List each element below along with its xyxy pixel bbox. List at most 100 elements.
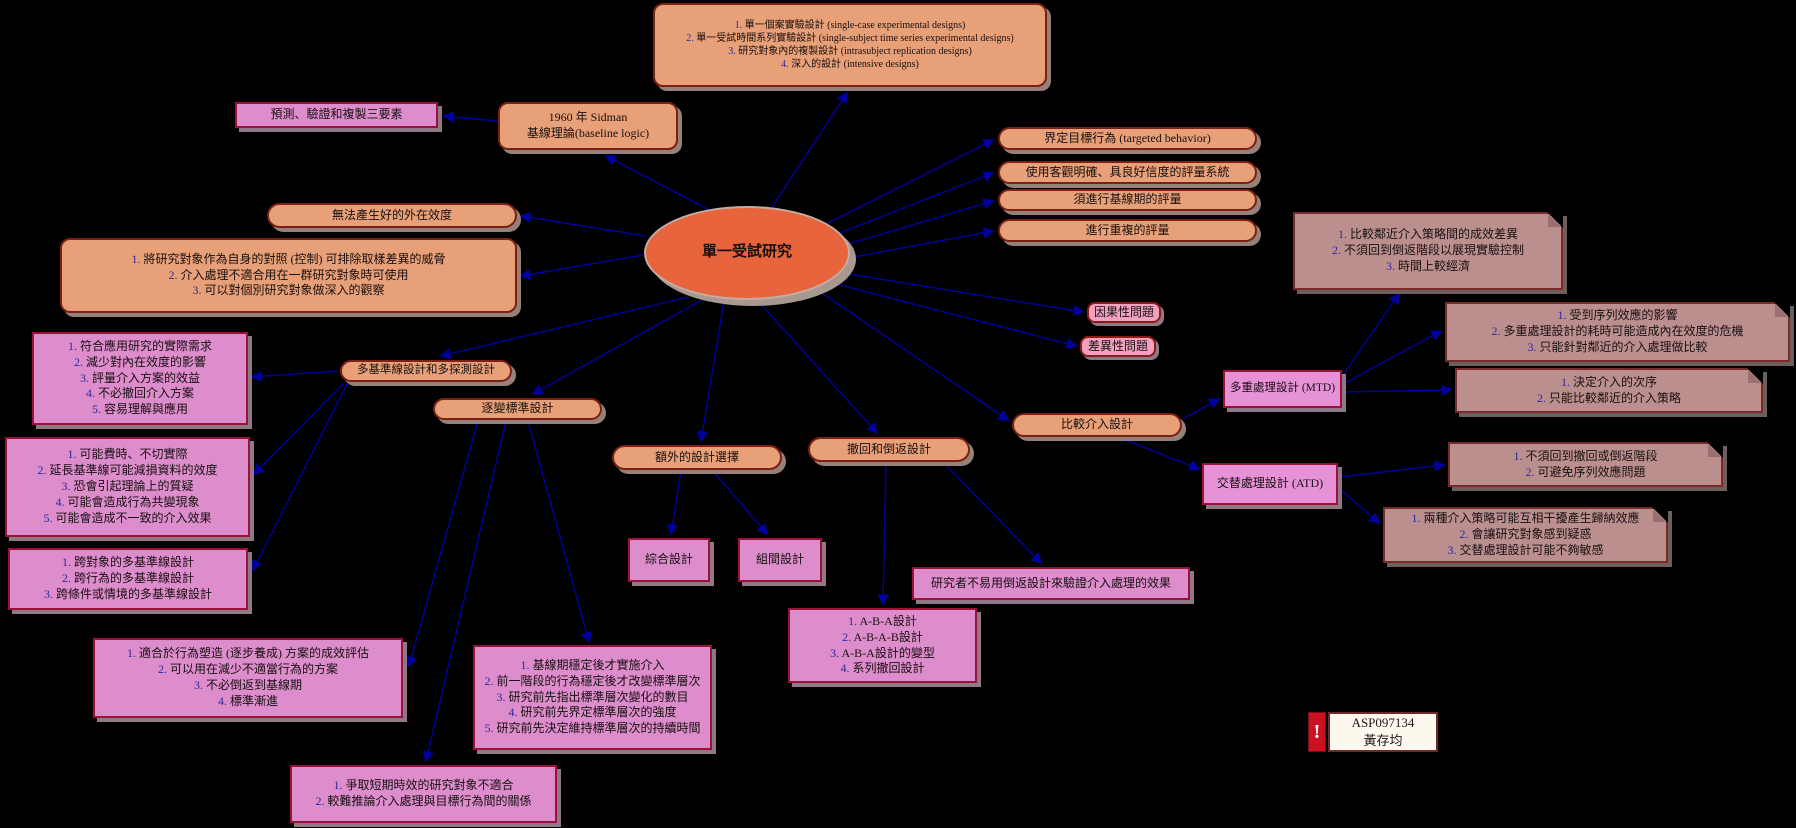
mb-disadvantages-text: 2. 延長基準線可能減損資料的效度 xyxy=(37,463,218,478)
changing-criterion-design[interactable]: 逐變標準設計 xyxy=(433,398,602,420)
connector-arrow-0 xyxy=(771,91,848,208)
connector-arrow-6 xyxy=(831,227,995,262)
central-topic[interactable]: 單一受試研究 xyxy=(644,206,850,300)
connector-arrow-15 xyxy=(756,299,879,435)
connector-arrow-19 xyxy=(1342,330,1443,385)
connector-arrow-32 xyxy=(943,462,1043,565)
atd-design[interactable]: 交替處理設計 (ATD) xyxy=(1202,463,1338,505)
sidman-baseline-logic-text: 1960 年 Sidman xyxy=(548,110,628,125)
connector-arrow-9 xyxy=(821,292,1010,421)
cc-procedures-text: 3. 研究前先指出標準層次變化的數目 xyxy=(496,689,689,704)
difference-question[interactable]: 差異性問題 xyxy=(1080,336,1156,357)
measurement-system[interactable]: 使用客觀明確、具良好信度的評量系統 xyxy=(998,161,1257,184)
measurement-system-text: 使用客觀明確、具良好信度的評量系統 xyxy=(1025,164,1230,179)
multiple-baseline-design[interactable]: 多基準線設計和多探測設計 xyxy=(340,360,512,382)
connector-arrow-31 xyxy=(877,462,889,606)
mb-disadvantages-text: 1. 可能費時、不切實際 xyxy=(67,447,188,462)
composite-design[interactable]: 綜合設計 xyxy=(628,538,710,582)
comparative-intervention-design-text: 比較介入設計 xyxy=(1060,417,1133,432)
connector-arrow-5 xyxy=(827,198,995,251)
connector-arrow-25 xyxy=(252,383,348,572)
mtd-advantages-note-text: 3. 時間上較經濟 xyxy=(1385,258,1470,273)
mtd-design[interactable]: 多重處理設計 (MTD) xyxy=(1223,370,1342,408)
connector-arrow-1 xyxy=(604,155,714,213)
prediction-verification-replication-text: 預測、驗證和複製三要素 xyxy=(270,107,403,122)
causal-question[interactable]: 因果性問題 xyxy=(1087,302,1161,323)
cc-advantages-text: 3. 不必倒返到基線期 xyxy=(193,678,302,692)
connector-arrow-11 xyxy=(519,254,644,280)
extra-design-choices[interactable]: 額外的設計選擇 xyxy=(612,445,782,470)
between-group-design-text: 組間設計 xyxy=(755,552,804,567)
external-validity-limit[interactable]: 無法產生好的外在效度 xyxy=(267,203,517,228)
author-badge: ! ASP097134 黃存均 xyxy=(1308,712,1438,753)
aba-design-list-text: 4. 系列撤回設計 xyxy=(840,661,925,676)
atd-disadvantages-note-text: 2. 會讓研究對象感到疑惑 xyxy=(1459,527,1592,542)
changing-criterion-design-text: 逐變標準設計 xyxy=(481,401,554,416)
atd-advantages-note-text: 2. 可避免序列效應問題 xyxy=(1525,464,1646,479)
causal-question-text: 因果性問題 xyxy=(1094,304,1155,319)
mb-advantages-text: 4. 不必撤回介入方案 xyxy=(85,386,194,401)
badge-student-name: 黃存均 xyxy=(1363,733,1403,749)
mb-advantages-text: 1. 符合應用研究的實際需求 xyxy=(67,338,212,353)
connector-arrow-10 xyxy=(519,211,646,237)
cc-procedures-text: 2. 前一階段的行為穩定後才改變標準層次 xyxy=(484,673,701,688)
targeted-behavior[interactable]: 界定目標行為 (targeted behavior) xyxy=(998,127,1257,150)
mb-disadvantages-text: 3. 恐會引起理論上的質疑 xyxy=(61,479,194,494)
reversal-difficulty[interactable]: 研究者不易用倒返設計來驗證介入處理的效果 xyxy=(912,567,1190,600)
withdrawal-reversal-design[interactable]: 撤回和倒返設計 xyxy=(808,437,970,462)
exclamation-icon: ! xyxy=(1308,712,1326,753)
central-topic-text: 單一受試研究 xyxy=(701,244,792,261)
aba-design-list-text: 1. A-B-A設計 xyxy=(848,613,917,628)
single-subject-advantages-text: 3. 可以對個別研究對象做深入的觀察 xyxy=(192,283,385,298)
mtd-order-note-text: 1. 決定介入的次序 xyxy=(1560,374,1657,389)
mb-disadvantages-text: 5. 可能會造成不一致的介入效果 xyxy=(43,510,212,525)
aba-design-list-text: 3. A-B-A設計的變型 xyxy=(830,645,935,660)
between-group-design[interactable]: 組間設計 xyxy=(738,538,822,582)
design-types-box-text: 3. 研究對象內的複製設計 (intrasubject replication … xyxy=(728,46,972,57)
mtd-disadvantages-note-text: 3. 只能針對鄰近的介入處理做比較 xyxy=(1527,339,1708,354)
mtd-order-note-text: 2. 只能比較鄰近的介入策略 xyxy=(1536,390,1681,405)
connector-arrow-29 xyxy=(666,470,682,536)
targeted-behavior-text: 界定目標行為 (targeted behavior) xyxy=(1044,130,1211,145)
multiple-baseline-design-text: 多基準線設計和多探測設計 xyxy=(357,364,495,377)
connector-arrow-8 xyxy=(831,282,1078,350)
atd-advantages-note-text: 1. 不須回到撤回或倒返階段 xyxy=(1513,448,1658,463)
comparative-intervention-design[interactable]: 比較介入設計 xyxy=(1012,413,1182,437)
connector-arrow-12 xyxy=(439,296,689,360)
connector-arrow-30 xyxy=(712,470,769,536)
repeated-measurement-text: 進行重複的評量 xyxy=(1085,222,1170,237)
connector-arrow-4 xyxy=(823,171,995,240)
prediction-verification-replication[interactable]: 預測、驗證和複製三要素 xyxy=(235,102,438,128)
composite-design-text: 綜合設計 xyxy=(644,552,693,567)
repeated-measurement[interactable]: 進行重複的評量 xyxy=(998,219,1257,242)
cc-advantages-text: 4. 標準漸進 xyxy=(217,693,278,708)
connector-arrow-26 xyxy=(406,420,479,668)
atd-disadvantages-note-text: 3. 交替處理設計可能不夠敏感 xyxy=(1447,542,1604,557)
mb-advantages-text: 3. 評量介入方案的效益 xyxy=(79,370,200,385)
connector-arrow-17 xyxy=(1119,437,1201,471)
connector-arrow-24 xyxy=(252,382,345,476)
badge-student-id: ASP097134 xyxy=(1351,715,1415,730)
cc-advantages-text: 2. 可以用在減少不適當行為的方案 xyxy=(157,662,338,677)
baseline-measurement[interactable]: 須進行基線期的評量 xyxy=(998,189,1257,211)
difference-question-text: 差異性問題 xyxy=(1088,338,1149,353)
design-types-box[interactable]: 1. 單一個案實驗設計 (single-case experimental de… xyxy=(653,3,1047,87)
mb-types-text: 1. 跨對象的多基準線設計 xyxy=(61,555,194,570)
aba-design-list-text: 2. A-B-A-B設計 xyxy=(842,629,923,644)
single-subject-advantages-text: 2. 介入處理不適合用在一群研究對象時可使用 xyxy=(168,267,409,282)
